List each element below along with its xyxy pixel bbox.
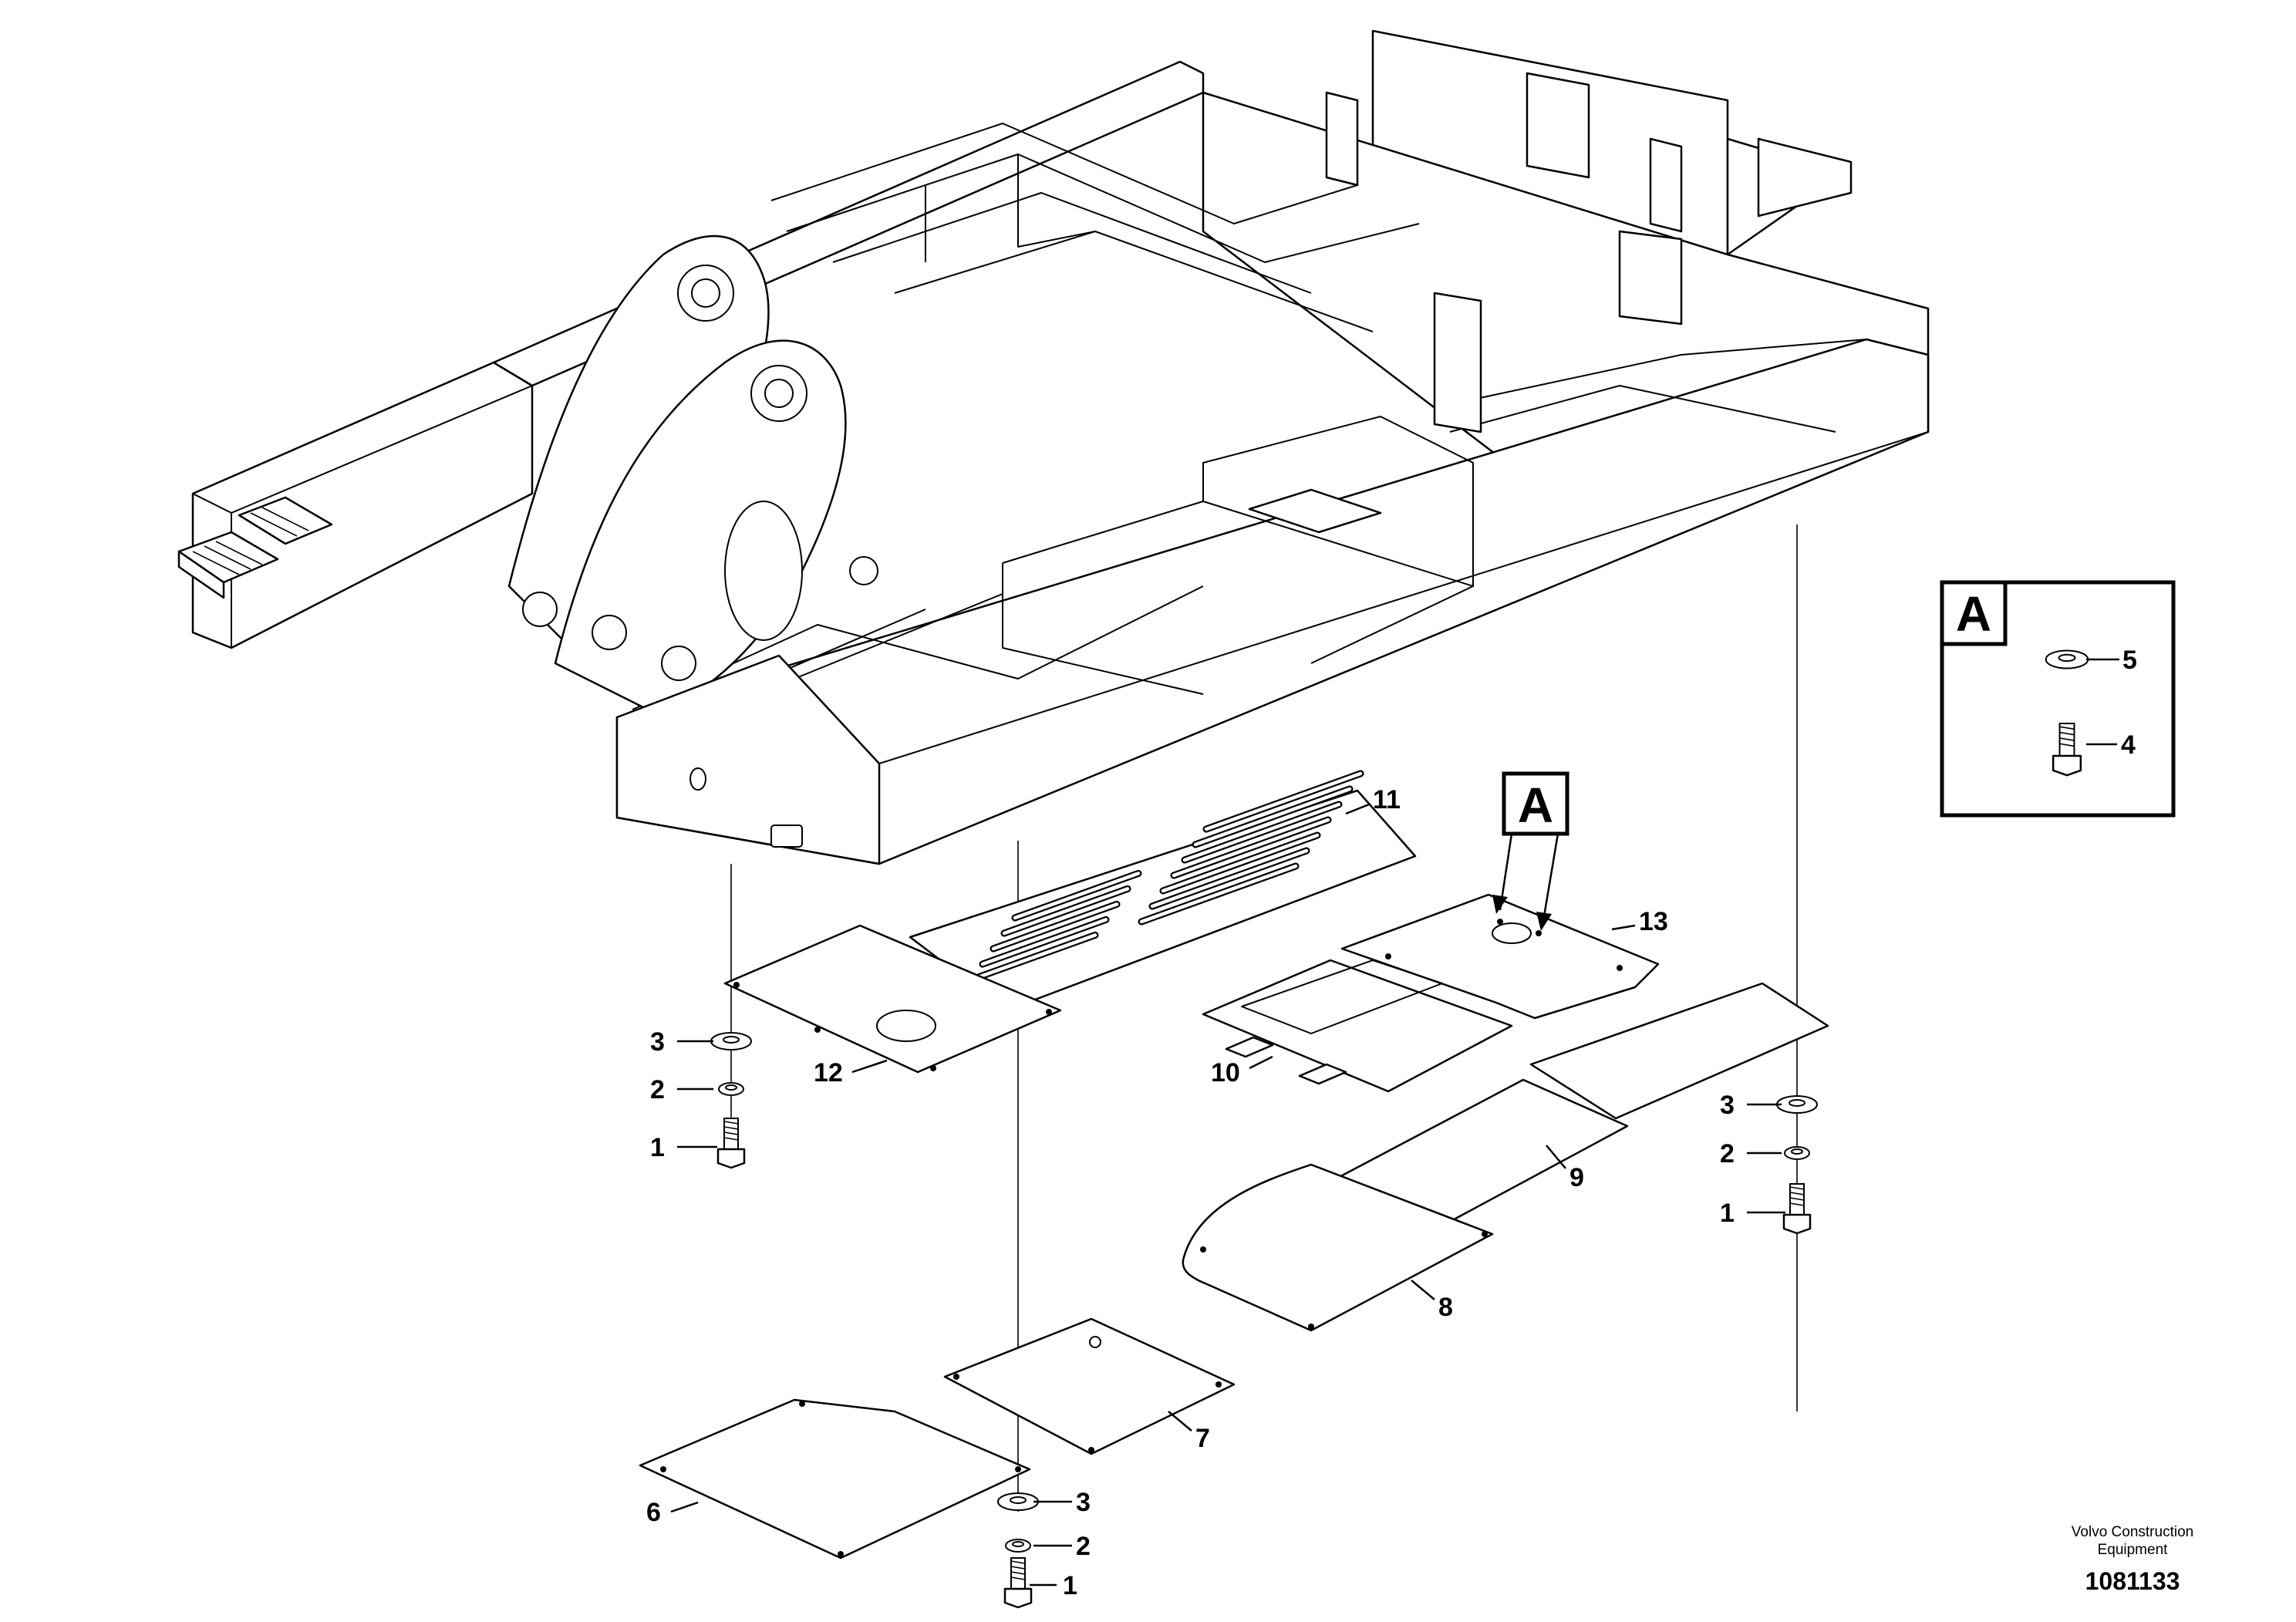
callout-8: 8 bbox=[1438, 1293, 1453, 1322]
detail-view-letter: A bbox=[1956, 586, 1991, 642]
lock-washer-bore bbox=[725, 1084, 737, 1091]
callout-3-right: 3 bbox=[1720, 1091, 1735, 1120]
slot-inner bbox=[1150, 848, 1309, 909]
fastener-stack-right bbox=[1776, 1095, 1818, 1235]
bolt-thread bbox=[1789, 1197, 1805, 1201]
plate-13-cover bbox=[1340, 893, 1660, 1020]
plate-10-cover bbox=[1202, 959, 1513, 1093]
slot-inner bbox=[980, 918, 1108, 966]
detail-marker-a: A bbox=[1492, 771, 1569, 931]
brand-block: Volvo Construction Equipment bbox=[2028, 1523, 2237, 1559]
callout-7: 7 bbox=[1195, 1424, 1210, 1453]
callouts: 3 2 1 3 2 1 3 2 1 11 12 13 10 9 8 7 bbox=[646, 785, 1785, 1600]
callout-3-bottom: 3 bbox=[1076, 1488, 1091, 1517]
bolt-thread bbox=[723, 1126, 739, 1130]
drawing-number: 1081133 bbox=[2085, 1567, 2180, 1595]
brand-line-1: Volvo Construction bbox=[2071, 1524, 2194, 1540]
bolt-head bbox=[1003, 1587, 1033, 1609]
washer-bore bbox=[2058, 653, 2076, 663]
plate-8-cover bbox=[1182, 1163, 1494, 1332]
plate-7-cover bbox=[943, 1317, 1236, 1455]
bolt-thread bbox=[2059, 737, 2075, 741]
bolt-thread bbox=[1789, 1186, 1805, 1190]
washer-bore bbox=[1010, 1496, 1027, 1504]
bolt-thread bbox=[2059, 726, 2075, 730]
callout-6: 6 bbox=[646, 1498, 661, 1527]
callout-2-bottom: 2 bbox=[1076, 1532, 1091, 1561]
bolt-head bbox=[2052, 754, 2082, 777]
callout-10: 10 bbox=[1211, 1058, 1240, 1088]
bolt-thread bbox=[2059, 731, 2075, 736]
boom-mount bbox=[507, 234, 878, 711]
slot-inner bbox=[1204, 771, 1363, 831]
fastener-stack-left bbox=[710, 1032, 752, 1169]
slot-inner bbox=[969, 933, 1097, 982]
slot-inner bbox=[1161, 833, 1320, 893]
bolt-thread bbox=[1010, 1571, 1026, 1575]
bolt-thread bbox=[1010, 1560, 1026, 1564]
detail-view-a: A 5 4 bbox=[1940, 580, 2176, 818]
bolt-thread bbox=[1010, 1566, 1026, 1570]
slot-inner bbox=[1182, 802, 1341, 862]
slot-inner bbox=[1013, 872, 1141, 920]
bolt-thread bbox=[1789, 1202, 1805, 1206]
washer-bore bbox=[1789, 1099, 1805, 1107]
washer-bore bbox=[723, 1036, 740, 1044]
callout-9: 9 bbox=[1569, 1163, 1584, 1192]
callout-11: 11 bbox=[1373, 785, 1401, 814]
callout-1-bottom: 1 bbox=[1063, 1571, 1077, 1600]
callout-2-right: 2 bbox=[1720, 1139, 1735, 1168]
bolt-thread bbox=[723, 1137, 739, 1141]
callout-2-left: 2 bbox=[650, 1075, 665, 1104]
callout-13: 13 bbox=[1639, 907, 1668, 936]
slot-inner bbox=[1193, 787, 1352, 847]
callout-1-left: 1 bbox=[650, 1133, 665, 1162]
lock-washer-bore bbox=[1012, 1541, 1024, 1547]
brand-line-2: Equipment bbox=[2097, 1542, 2168, 1558]
callout-5: 5 bbox=[2122, 646, 2137, 675]
callout-1-right: 1 bbox=[1720, 1199, 1735, 1228]
fastener-stack-detail bbox=[2045, 649, 2089, 777]
plate-long-right bbox=[1529, 982, 1829, 1120]
plate-11-slotted-cover bbox=[909, 770, 1417, 1012]
bolt-thread bbox=[2059, 743, 2075, 747]
slot-inner bbox=[1002, 887, 1130, 936]
bolt-head bbox=[1782, 1213, 1812, 1235]
callout-4: 4 bbox=[2121, 730, 2136, 760]
fastener-stack-bottom bbox=[997, 1492, 1039, 1609]
detail-marker-letter: A bbox=[1518, 777, 1553, 833]
left-step bbox=[177, 496, 333, 599]
plate-6-cover bbox=[639, 1398, 1031, 1560]
callout-12: 12 bbox=[814, 1058, 843, 1088]
bolt-head bbox=[716, 1148, 746, 1169]
callout-3-left: 3 bbox=[650, 1027, 665, 1057]
bolt-thread bbox=[1789, 1192, 1805, 1195]
upper-frame-assembly bbox=[177, 29, 1930, 865]
plate-12-cover bbox=[723, 924, 1062, 1074]
slot-inner bbox=[1139, 864, 1298, 924]
slot-inner bbox=[1172, 818, 1330, 878]
slot-inner bbox=[991, 902, 1119, 951]
bolt-thread bbox=[1010, 1576, 1026, 1580]
bolt-thread bbox=[723, 1131, 739, 1135]
lock-washer-bore bbox=[1791, 1148, 1803, 1155]
bolt-thread bbox=[723, 1121, 739, 1125]
